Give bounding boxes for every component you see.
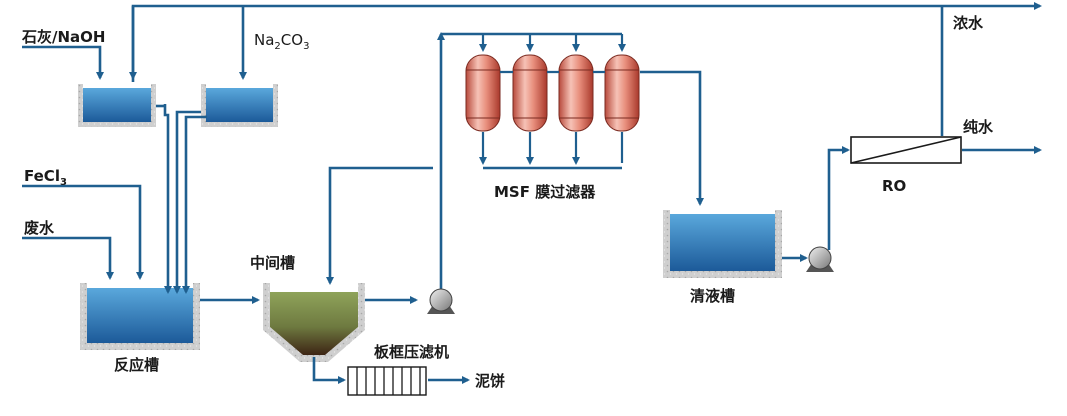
pump-icon bbox=[806, 246, 834, 272]
pump-icon bbox=[427, 288, 455, 314]
sludge-cake-label: 泥饼 bbox=[475, 372, 505, 390]
clear-tank-label: 清液槽 bbox=[690, 287, 735, 305]
ro-label: RO bbox=[882, 177, 906, 195]
pure-water-label: 纯水 bbox=[963, 118, 994, 136]
clear-liquid-tank bbox=[663, 210, 782, 278]
soda-dosing-tank bbox=[201, 84, 278, 127]
concentrate-label: 浓水 bbox=[953, 14, 984, 32]
reaction-tank bbox=[80, 283, 200, 350]
na2co3-label: Na2CO3 bbox=[254, 31, 309, 52]
fecl3-label: FeCl3 bbox=[24, 167, 67, 188]
ro-module-icon bbox=[850, 136, 962, 164]
lime-dosing-tank bbox=[78, 84, 156, 127]
intermediate-tank bbox=[263, 283, 365, 362]
msf-filter-label: MSF 膜过滤器 bbox=[494, 183, 596, 201]
wastewater-label: 废水 bbox=[24, 219, 55, 237]
reaction-tank-label: 反应槽 bbox=[114, 356, 159, 374]
lime-naoh-label: 石灰/NaOH bbox=[21, 28, 105, 46]
intermediate-tank-label: 中间槽 bbox=[250, 254, 295, 272]
membrane-vessel-icon bbox=[465, 54, 640, 132]
filter-press-label: 板框压滤机 bbox=[374, 343, 449, 361]
filter-press-icon bbox=[347, 366, 427, 396]
